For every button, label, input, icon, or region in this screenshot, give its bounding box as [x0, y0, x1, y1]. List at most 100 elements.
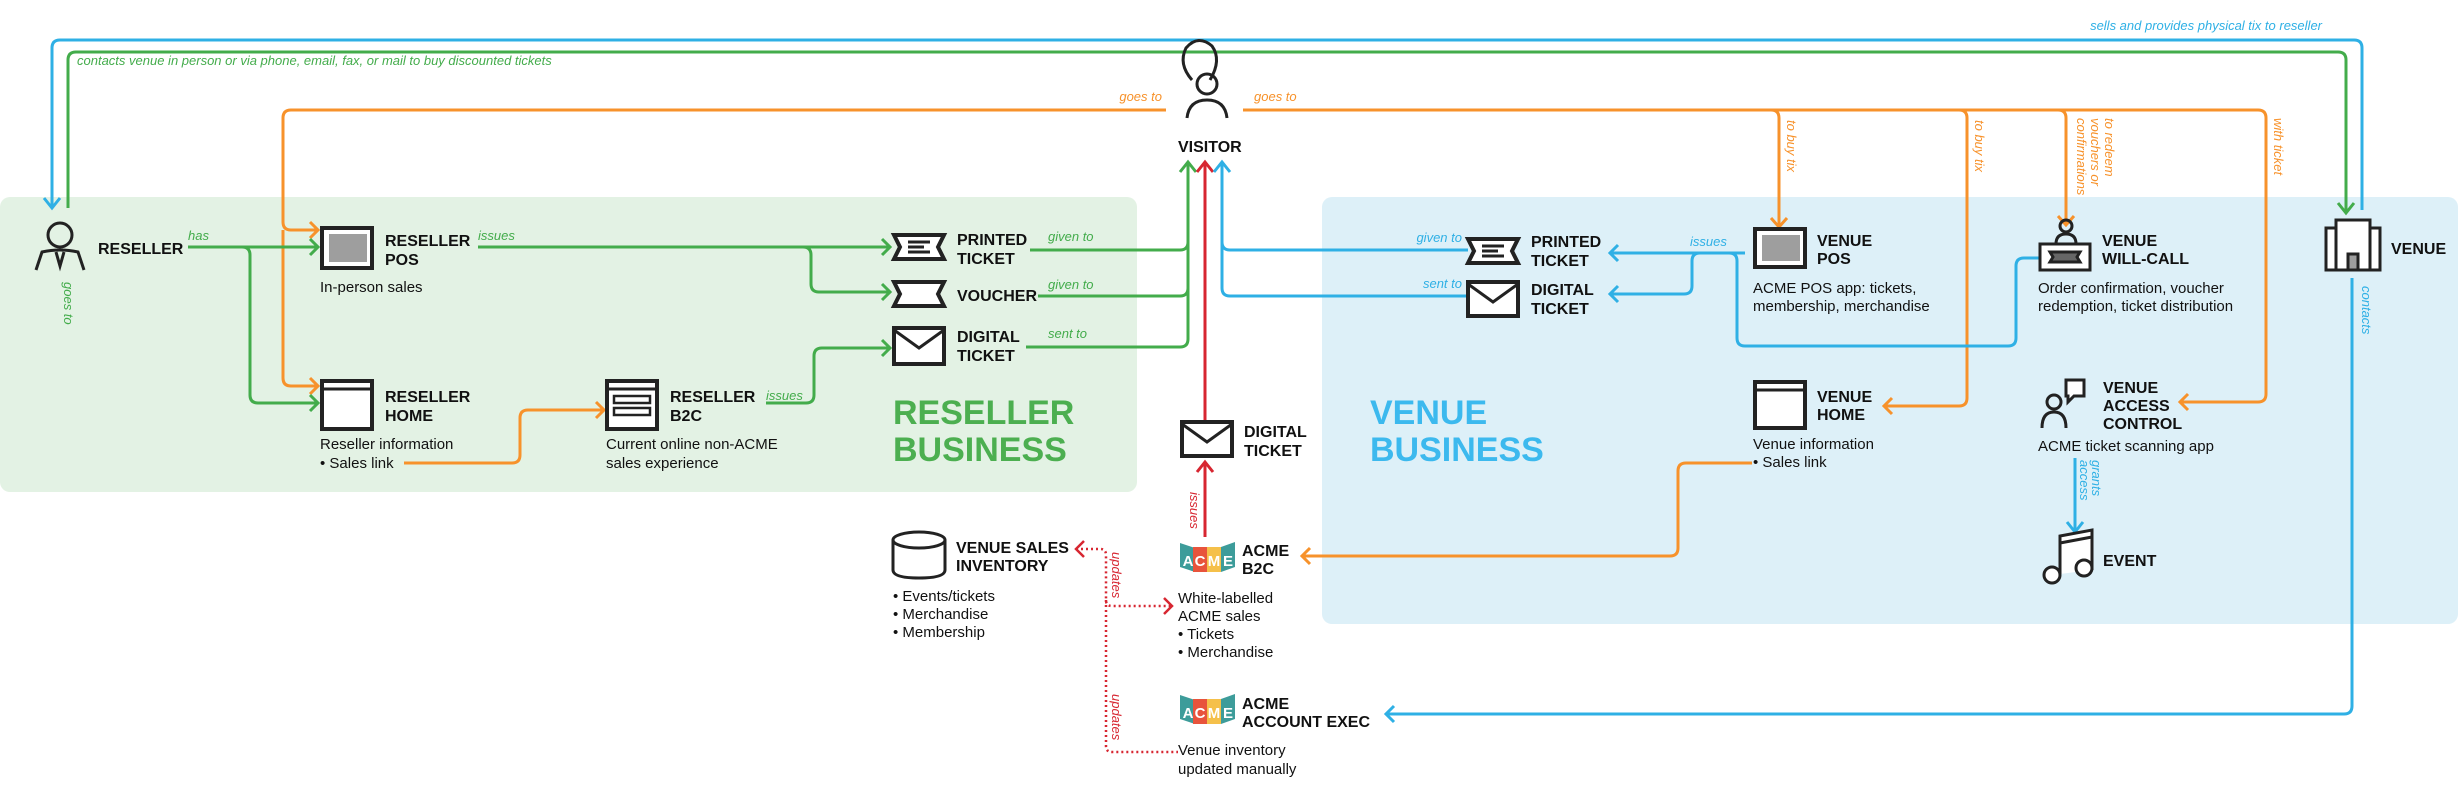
venue-home-title: VENUE — [1817, 389, 1872, 406]
inventory-item: • Events/tickets — [893, 588, 995, 605]
voucher-icon — [890, 280, 948, 308]
label-goes-to-right: goes to — [1254, 89, 1297, 104]
c-digital-title-2: TICKET — [1244, 443, 1302, 460]
reseller-pos-desc: In-person sales — [320, 279, 423, 296]
reseller-title: RESELLER — [98, 241, 184, 258]
envelope-icon — [1180, 420, 1234, 458]
reseller-home-title: RESELLER — [385, 389, 471, 406]
pos-terminal-icon — [1753, 227, 1807, 269]
label-sells-physical: sells and provides physical tix to resel… — [2090, 18, 2323, 33]
edge-venue-tickets-to-visitor — [1220, 162, 1468, 298]
arrowhead — [1299, 546, 1312, 566]
acme-b2c-desc-4: • Merchandise — [1178, 644, 1273, 661]
reseller-b2c-desc: Current online non-ACME — [606, 436, 778, 453]
reseller-pos-title: RESELLER — [385, 233, 471, 250]
reseller-home-sales-link[interactable]: • Sales link — [320, 455, 394, 472]
arrowhead — [1212, 159, 1232, 173]
acme-b2c-title-2: B2C — [1242, 561, 1274, 578]
svg-text:M: M — [1208, 553, 1221, 570]
arrowhead — [1074, 540, 1174, 615]
reseller-b2c-title-2: B2C — [670, 408, 702, 425]
acme-exec-desc-2: updated manually — [1178, 761, 1297, 778]
label-given-to-v: given to — [1416, 230, 1462, 245]
will-call-desc: Order confirmation, voucher — [2038, 280, 2224, 297]
label-to-buy-tix-1: to buy tix — [1784, 120, 1799, 173]
label-to-redeem-1: to redeem — [2102, 118, 2117, 177]
acme-exec-title: ACME — [1242, 696, 1289, 713]
ticket-icon — [1464, 237, 1522, 265]
r-printed-title: PRINTED — [957, 232, 1027, 249]
label-to-redeem-2: vouchers or — [2088, 118, 2103, 187]
inventory-item: • Merchandise — [893, 606, 988, 623]
edge-sells-physical — [50, 38, 2364, 210]
envelope-icon — [892, 326, 946, 366]
venue-pos-title-2: POS — [1817, 251, 1851, 268]
reseller-home-title-2: HOME — [385, 408, 433, 425]
c-digital-title: DIGITAL — [1244, 424, 1307, 441]
venue-pos-title: VENUE — [1817, 233, 1872, 250]
arrowhead — [880, 237, 893, 302]
svg-text:C: C — [1195, 553, 1206, 570]
edge-home-sales-link — [404, 408, 604, 465]
will-call-desc-2: redemption, ticket distribution — [2038, 298, 2233, 315]
visitor-title: VISITOR — [1178, 139, 1242, 156]
reseller-b2c-desc-2: sales experience — [606, 455, 719, 472]
label-updates-1: updates — [1109, 552, 1124, 599]
reseller-region-title-1: RESELLER — [893, 394, 1074, 432]
acme-b2c-desc: White-labelled — [1178, 590, 1273, 607]
arrowhead — [1607, 243, 1620, 304]
label-contacts-venue: contacts venue in person or via phone, e… — [77, 53, 552, 68]
r-digital-title: DIGITAL — [957, 329, 1020, 346]
arrowhead — [594, 400, 607, 420]
label-to-buy-tix-2: to buy tix — [1972, 120, 1987, 173]
venue-pos-desc-2: membership, merchandise — [1753, 298, 1930, 315]
label-issues-b2c: issues — [766, 388, 803, 403]
arrowhead — [2336, 202, 2356, 216]
woman-person-icon — [1181, 39, 1229, 119]
arrowhead — [1383, 704, 1396, 724]
music-note-icon — [2042, 528, 2094, 585]
r-printed-title-2: TICKET — [957, 251, 1015, 268]
reseller-pos-title-2: POS — [385, 252, 419, 269]
businessman-icon — [34, 221, 86, 272]
edge-venue-contacts — [1386, 278, 2354, 716]
svg-text:E: E — [1223, 553, 1233, 570]
venue-region-title-2: BUSINESS — [1370, 431, 1544, 469]
label-grants-1: grants — [2089, 460, 2104, 497]
venue-home-sales-link[interactable]: • Sales link — [1753, 454, 1827, 471]
arrowhead — [42, 197, 62, 211]
edge-contacts-venue — [66, 50, 2348, 212]
access-title-3: CONTROL — [2103, 416, 2182, 433]
inventory-title-2: INVENTORY — [956, 558, 1049, 575]
browser-window-icon — [1753, 380, 1807, 430]
reseller-region-title-2: BUSINESS — [893, 431, 1067, 469]
inventory-item: • Membership — [893, 624, 985, 641]
pos-terminal-icon — [320, 226, 374, 270]
label-grants-2: access — [2077, 460, 2092, 501]
edge-pos-issues — [478, 245, 890, 294]
v-digital-title-2: TICKET — [1531, 301, 1589, 318]
label-issues-acme: issues — [1187, 492, 1202, 529]
label-has: has — [188, 228, 209, 243]
database-icon — [891, 530, 947, 580]
will-call-title: VENUE — [2102, 233, 2157, 250]
svg-text:C: C — [1195, 705, 1206, 722]
label-updates-2: updates — [1109, 694, 1124, 741]
arrowhead — [308, 237, 321, 413]
web-form-icon — [605, 379, 659, 431]
edge-updates — [1076, 547, 1178, 754]
edge-visitor-goes-left — [281, 108, 1166, 388]
edge-b2c-issues — [766, 346, 890, 405]
label-given-to-2: given to — [1048, 277, 1094, 292]
label-sent-to-v: sent to — [1423, 276, 1462, 291]
svg-text:M: M — [1208, 705, 1221, 722]
access-desc: ACME ticket scanning app — [2038, 438, 2214, 455]
acme-b2c-desc-2: ACME sales — [1178, 608, 1261, 625]
scanner-person-icon — [2040, 378, 2086, 429]
inventory-title: VENUE SALES — [956, 540, 1069, 557]
reseller-b2c-title: RESELLER — [670, 389, 756, 406]
label-reseller-goes-to: goes to — [61, 282, 76, 325]
edge-visitor-goes-right — [1243, 108, 2268, 408]
label-with-ticket: with ticket — [2271, 118, 2286, 176]
